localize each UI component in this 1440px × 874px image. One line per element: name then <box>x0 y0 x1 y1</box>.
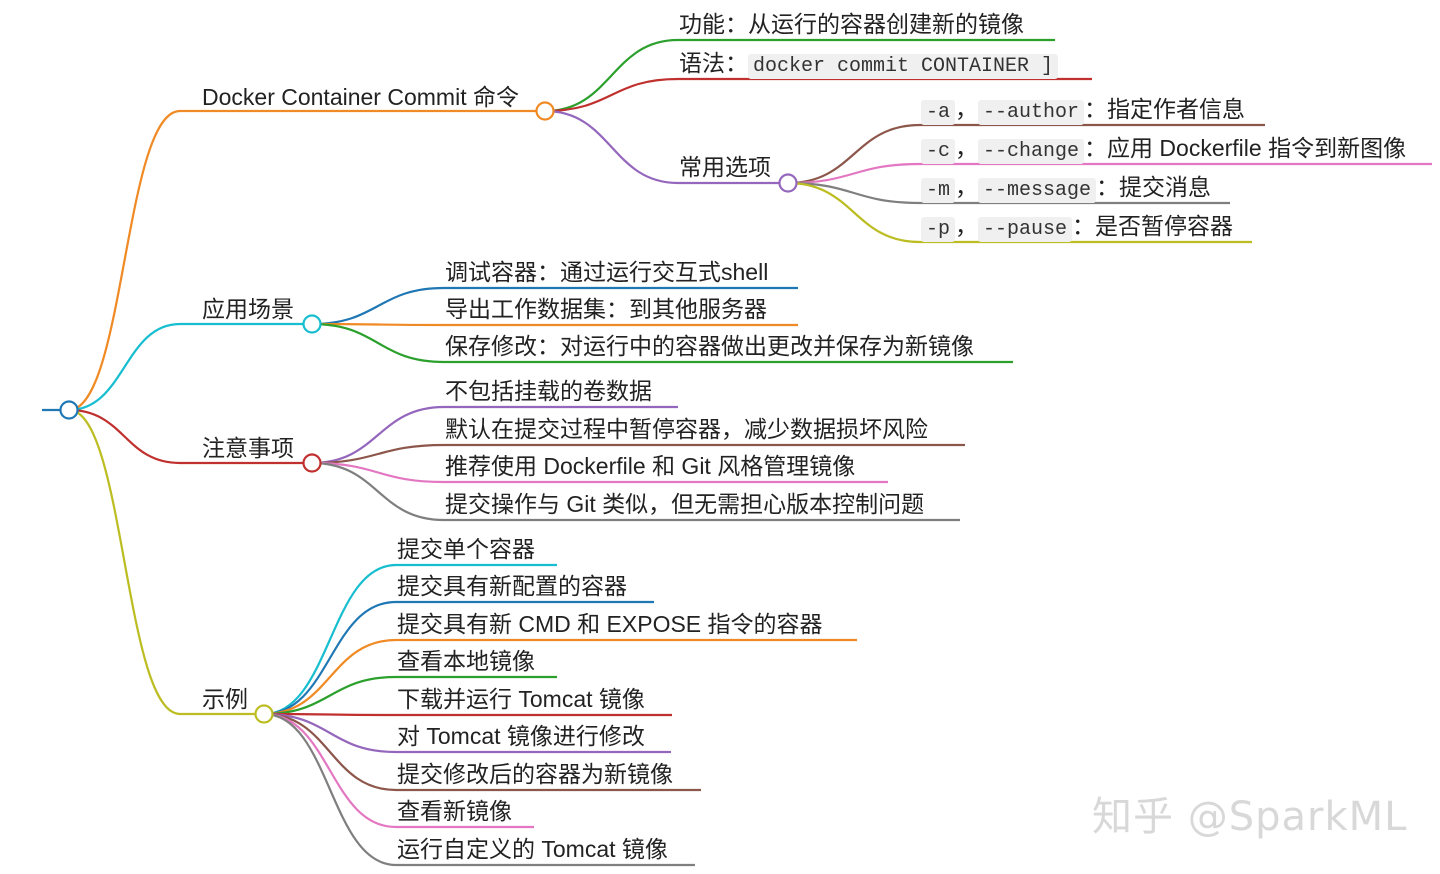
option-author-desc: ：指定作者信息 <box>1084 96 1246 122</box>
option-pause-desc: ：是否暂停容器 <box>1072 213 1234 239</box>
leaf-no-volumes: 不包括挂载的卷数据 <box>445 378 652 404</box>
b4-connector-8 <box>263 712 695 867</box>
b2-connector-0 <box>311 286 798 326</box>
option-change: -c，--change：应用 Dockerfile 指令到新图像 <box>921 134 1406 166</box>
option-connector-3 <box>787 181 1252 244</box>
option-author-long: --author <box>978 100 1085 125</box>
b4-connector-3 <box>263 675 557 716</box>
branch-connector-1 <box>68 322 312 412</box>
option-change-desc: ：应用 Dockerfile 指令到新图像 <box>1084 135 1407 161</box>
option-change-short: -c <box>921 139 956 164</box>
example-3: 提交具有新 CMD 和 EXPOSE 指令的容器 <box>397 611 823 637</box>
b3-connector-3 <box>311 461 960 522</box>
option-change-long: --change <box>978 139 1085 164</box>
branch-common-options: 常用选项 <box>679 154 771 180</box>
b4-connector-0 <box>263 563 557 716</box>
option-message: -m，--message：提交消息 <box>921 173 1211 205</box>
example-6: 对 Tomcat 镜像进行修改 <box>397 723 645 749</box>
b3-connector-0 <box>311 405 678 465</box>
option-connector-0 <box>787 123 1265 185</box>
b4-connector-6 <box>263 712 701 792</box>
b4-connector-1 <box>263 600 654 716</box>
branch-node-2 <box>302 453 322 473</box>
option-message-long: --message <box>978 178 1097 203</box>
branch-use-cases: 应用场景 <box>202 296 294 322</box>
b4-connector-2 <box>263 638 857 716</box>
b4-connector-7 <box>263 712 534 829</box>
leaf-export-dataset: 导出工作数据集：到其他服务器 <box>445 296 767 322</box>
option-message-short: -m <box>921 178 956 203</box>
example-4: 查看本地镜像 <box>397 648 535 674</box>
leaf-git-like: 提交操作与 Git 类似，但无需担心版本控制问题 <box>445 491 925 517</box>
option-pause: -p，--pause：是否暂停容器 <box>921 212 1233 244</box>
leaf-syntax: 语法：docker commit CONTAINER ] <box>679 49 1059 81</box>
leaf-function: 功能：从运行的容器创建新的镜像 <box>679 11 1024 37</box>
b2-connector-1 <box>311 322 798 327</box>
option-author: -a，--author：指定作者信息 <box>921 95 1245 127</box>
branch-docker-commit: Docker Container Commit 命令 <box>202 84 519 110</box>
option-pause-short: -p <box>921 217 956 242</box>
leaf-save-changes: 保存修改：对运行中的容器做出更改并保存为新镜像 <box>445 333 974 359</box>
option-message-desc: ：提交消息 <box>1096 174 1212 200</box>
example-2: 提交具有新配置的容器 <box>397 573 627 599</box>
leaf-debug-container: 调试容器：通过运行交互式shell <box>445 259 769 285</box>
branch-connector-3 <box>68 408 264 716</box>
leaf-recommend-dockerfile: 推荐使用 Dockerfile 和 Git 风格管理镜像 <box>445 453 856 479</box>
syntax-label: 语法： <box>679 50 748 76</box>
b1-connector-0 <box>544 38 1055 113</box>
branch-node-0 <box>535 101 555 121</box>
example-8: 查看新镜像 <box>397 798 512 824</box>
b4-connector-4 <box>263 712 672 717</box>
example-9: 运行自定义的 Tomcat 镜像 <box>397 836 668 862</box>
example-5: 下载并运行 Tomcat 镜像 <box>397 686 645 712</box>
branch-notes: 注意事项 <box>202 435 294 461</box>
branch-node-3 <box>254 704 274 724</box>
branch-examples: 示例 <box>202 686 248 712</box>
b1-connector-2 <box>544 109 788 185</box>
option-author-short: -a <box>921 100 956 125</box>
options-node <box>778 173 798 193</box>
example-1: 提交单个容器 <box>397 536 535 562</box>
option-connector-2 <box>787 181 1230 205</box>
b3-connector-1 <box>311 443 965 465</box>
b3-connector-2 <box>311 461 888 484</box>
b1-connector-1 <box>544 77 1092 113</box>
syntax-code: docker commit CONTAINER ] <box>748 54 1059 79</box>
b4-connector-5 <box>263 712 671 754</box>
leaf-pause-default: 默认在提交过程中暂停容器，减少数据损坏风险 <box>445 416 928 442</box>
option-connector-1 <box>787 162 1432 185</box>
example-7: 提交修改后的容器为新镜像 <box>397 761 673 787</box>
root-node <box>59 400 79 420</box>
b2-connector-2 <box>311 322 1013 364</box>
branch-connector-0 <box>68 109 545 412</box>
branch-connector-2 <box>68 408 312 465</box>
option-pause-long: --pause <box>978 217 1073 242</box>
watermark: 知乎 @SparkML <box>1092 794 1408 840</box>
branch-node-1 <box>302 314 322 334</box>
